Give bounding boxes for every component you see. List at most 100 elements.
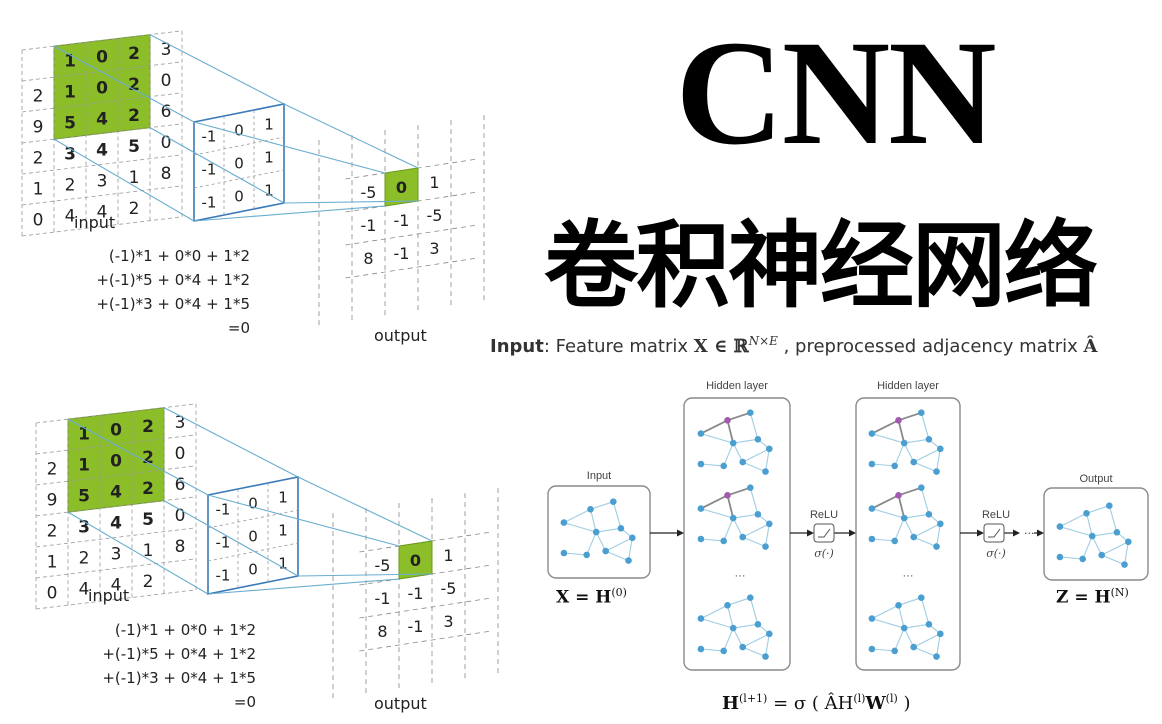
graph-hidden-2-mid <box>868 484 944 550</box>
graph-node <box>868 430 876 437</box>
gcn-diagram: ··· <box>547 397 1149 671</box>
graph-edge <box>897 495 906 519</box>
projection-line <box>149 127 285 204</box>
graph-edge <box>904 623 929 629</box>
gcn-input-text-2: , preprocessed adjacency matrix <box>777 336 1084 357</box>
graph-edge <box>764 523 770 547</box>
graph-edge <box>913 461 937 473</box>
dots-hidden-2: ··· <box>902 570 914 582</box>
graph-edge <box>742 448 770 463</box>
relu-label-2: ReLU <box>981 509 1011 521</box>
graph-node <box>937 520 944 528</box>
caption-x: X = H(0) <box>556 586 627 608</box>
input-cell-value: 3 <box>111 545 122 565</box>
input-cell-value: 5 <box>64 114 76 134</box>
graph-node <box>720 647 727 655</box>
update-rule-sup2: (l) <box>853 692 866 705</box>
output-label-1: output <box>374 326 427 345</box>
kernel-cell-value: 1 <box>264 148 274 166</box>
panel-output <box>1043 487 1149 581</box>
graph-edge <box>596 527 621 533</box>
panel-title-output: Output <box>1079 473 1113 485</box>
graph-node <box>937 445 944 453</box>
graph-node <box>891 537 898 545</box>
kernel-cell-value: 0 <box>248 494 258 512</box>
graph-edge <box>913 646 937 658</box>
graph-edge <box>903 517 915 538</box>
graph-node <box>739 458 746 466</box>
input-cell-value: 0 <box>175 444 186 464</box>
input-cell-value: 0 <box>47 583 58 603</box>
graph-edge <box>1092 531 1117 537</box>
panel-title-hidden-1: Hidden layer <box>706 380 768 392</box>
projection-line <box>67 511 209 595</box>
graph-edge <box>605 537 633 552</box>
update-rule-close: ) <box>897 693 911 714</box>
kernel-cell-value: 0 <box>234 121 244 139</box>
update-rule-sup: (l+1) <box>739 692 768 705</box>
graph-edge <box>595 531 607 552</box>
graph-edge <box>732 517 744 538</box>
graph-edge <box>742 523 770 538</box>
graph-hidden-1-mid <box>697 484 773 550</box>
graph-edge <box>563 522 597 533</box>
projection-line <box>163 500 299 577</box>
output-cell-value: 3 <box>429 239 439 258</box>
output-cell-value: -5 <box>427 206 443 225</box>
graph-hidden-2-bottom <box>868 594 944 660</box>
projection-line <box>297 573 433 577</box>
output-label-2: output <box>374 694 427 713</box>
output-grid-line <box>359 597 492 619</box>
grid-line <box>21 185 183 206</box>
projection-line <box>149 34 285 105</box>
output-cell-value: -1 <box>394 244 410 263</box>
graph-edge <box>700 604 728 620</box>
relu-label-1: ReLU <box>809 509 839 521</box>
grid-line <box>35 403 197 424</box>
graph-edge <box>1123 541 1129 565</box>
graph-node <box>933 543 940 550</box>
arrow-dots: ··· <box>1024 527 1035 540</box>
graph-edge <box>764 633 770 657</box>
graph-node <box>729 514 737 522</box>
caption-z-sup: (N) <box>1110 586 1129 599</box>
graph-edge <box>700 618 734 629</box>
update-rule: H(l+1) = σ ( ÂH(l)W(l) ) <box>722 692 911 714</box>
caption-x-text: X = H <box>556 587 612 608</box>
graph-node <box>1056 553 1064 561</box>
graph-edge <box>871 508 905 519</box>
graph-node <box>739 643 746 651</box>
input-cell-value: 4 <box>96 110 108 130</box>
gcn-input-prefix: Input <box>490 336 544 357</box>
graph-node <box>747 409 754 417</box>
input-cell-value: 8 <box>161 164 172 184</box>
graph-node <box>891 647 898 655</box>
projection-line <box>193 121 386 174</box>
projection-line <box>53 138 195 222</box>
input-cell-value: 0 <box>96 48 108 68</box>
input-cell-value: 0 <box>175 506 186 526</box>
graph-edge <box>742 646 766 658</box>
graph-node <box>560 519 568 526</box>
graph-node <box>933 653 940 660</box>
grid-line <box>21 154 183 175</box>
graph-node <box>617 525 625 532</box>
graph-edge <box>1085 513 1093 537</box>
graph-node <box>739 533 746 541</box>
graph-edge <box>700 508 734 519</box>
input-cell-value: 0 <box>110 452 122 472</box>
graph-node <box>1125 538 1132 546</box>
graph-node <box>602 547 609 555</box>
input-cell-value: 6 <box>161 102 172 122</box>
formula-1: (-1)*1 + 0*0 + 1*2 +(-1)*5 + 0*4 + 1*2 +… <box>60 244 250 340</box>
input-cell-value: 4 <box>96 141 108 161</box>
graph-edge <box>1101 541 1129 556</box>
graph-node <box>868 615 876 622</box>
input-cell-value: 0 <box>33 210 44 230</box>
graph-edge <box>894 442 905 467</box>
input-cell-value: 4 <box>111 576 122 596</box>
gcn-input-line: Input: Feature matrix X ∈ ℝN×E , preproc… <box>490 334 1162 357</box>
graph-edge <box>732 442 744 463</box>
output-cell-value: -1 <box>408 617 424 636</box>
